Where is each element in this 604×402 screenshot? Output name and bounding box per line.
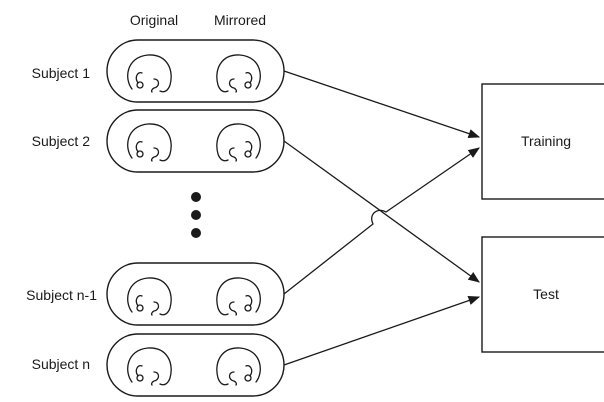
subject-pill [106,262,285,326]
subject-label: Subject n-1 [26,287,97,303]
test-label: Test [533,286,559,302]
arrow-subject-n-to-test [283,296,481,366]
mirrored-ear-icon [216,123,261,162]
subject-label: Subject 1 [32,65,91,81]
original-ear-icon [127,123,172,162]
subject-pill [106,333,285,397]
arrow-subject-n-1-to-training [283,147,480,295]
mirrored-ear-icon [216,54,261,93]
test-box [481,236,604,353]
original-ear-icon [127,54,172,93]
mirrored-ear-icon [216,347,261,386]
column-header-mirrored: Mirrored [214,12,266,28]
subject-pill [106,39,285,103]
arrow-subject-1-to-training [283,70,481,139]
training-box [481,83,604,200]
subject-pill [106,109,285,173]
mirrored-ear-icon [216,277,261,316]
subject-label: Subject n [32,356,90,372]
original-ear-icon [127,277,172,316]
arrow-subject-2-to-test [283,140,480,283]
training-label: Training [521,133,571,149]
subject-label: Subject 2 [32,133,91,149]
original-ear-icon [127,347,172,386]
column-header-original: Original [130,12,178,28]
ellipsis-dots [191,192,201,238]
